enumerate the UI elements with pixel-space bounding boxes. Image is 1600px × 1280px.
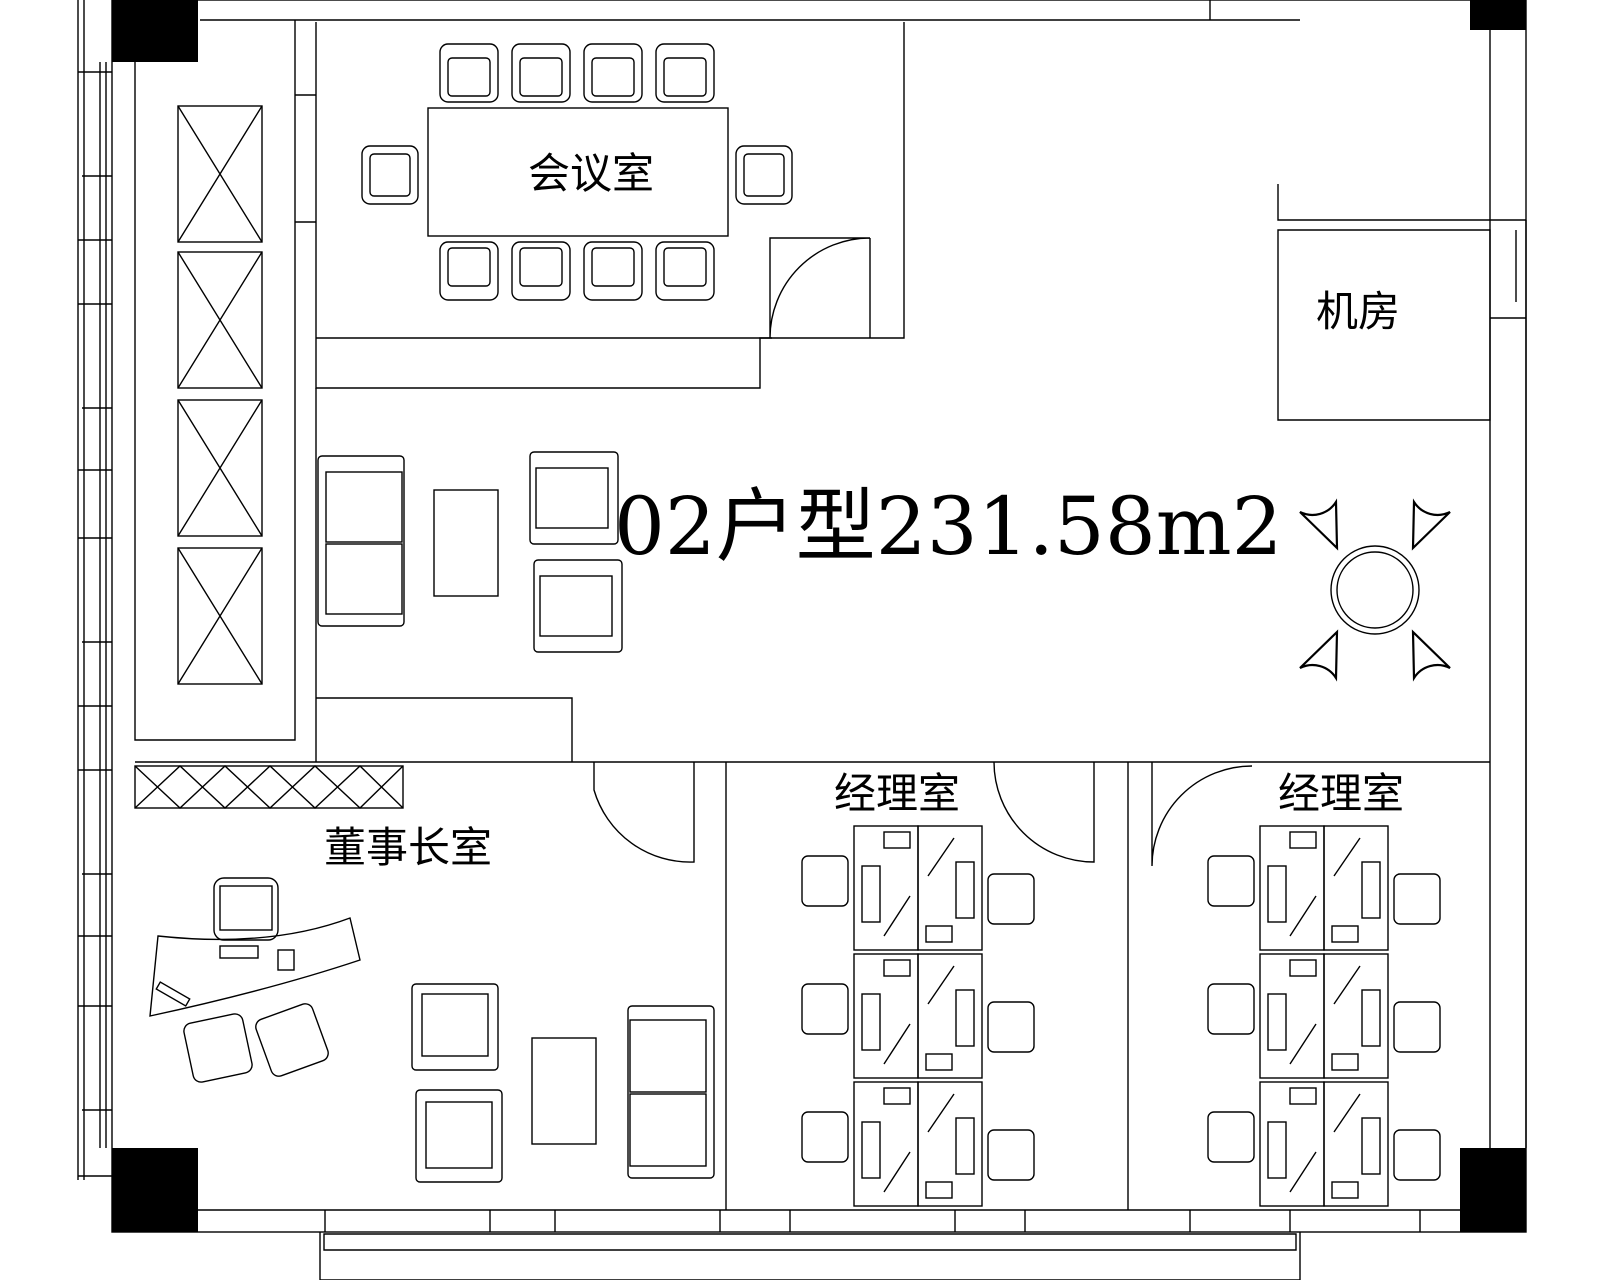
round-table-set xyxy=(1299,498,1451,682)
exterior-walls xyxy=(111,0,1527,1233)
meeting-chair xyxy=(655,241,715,301)
desk-pair xyxy=(801,1081,1035,1207)
meeting-chair xyxy=(439,43,499,103)
desk-pair xyxy=(1207,825,1441,951)
manager-office-label-2: 经理室 xyxy=(1278,769,1404,818)
meeting-chair xyxy=(361,145,419,205)
desk-pair xyxy=(801,953,1035,1079)
meeting-chair xyxy=(583,43,643,103)
unit-area-title: 02户型231.58m2 xyxy=(614,480,1282,573)
chairman-furniture xyxy=(149,877,715,1183)
partitions xyxy=(134,22,1526,1210)
desk-pair xyxy=(801,825,1035,951)
conference-table-set xyxy=(427,107,729,237)
desk-pair xyxy=(1207,953,1441,1079)
left-window-wall xyxy=(77,0,112,1180)
bottom-window-wall xyxy=(198,1209,1460,1280)
manager-office-label-1: 经理室 xyxy=(834,769,960,818)
meeting-chairs xyxy=(361,43,793,301)
workstations xyxy=(801,825,1441,1207)
chairman-office-label: 董事长室 xyxy=(324,823,492,872)
room-labels: 会议室 机房 董事长室 经理室 经理室 02户型231.58m2 xyxy=(324,149,1404,872)
storage-cabinets xyxy=(134,20,316,741)
meeting-chair xyxy=(735,145,793,205)
meeting-room-label: 会议室 xyxy=(528,149,654,198)
meeting-chair xyxy=(511,43,571,103)
server-room-label: 机房 xyxy=(1316,287,1400,336)
lounge-furniture xyxy=(317,451,623,653)
meeting-chair xyxy=(511,241,571,301)
meeting-chair xyxy=(583,241,643,301)
desk-pair xyxy=(1207,1081,1441,1207)
meeting-chair xyxy=(439,241,499,301)
doors xyxy=(593,237,1253,867)
meeting-chair xyxy=(655,43,715,103)
